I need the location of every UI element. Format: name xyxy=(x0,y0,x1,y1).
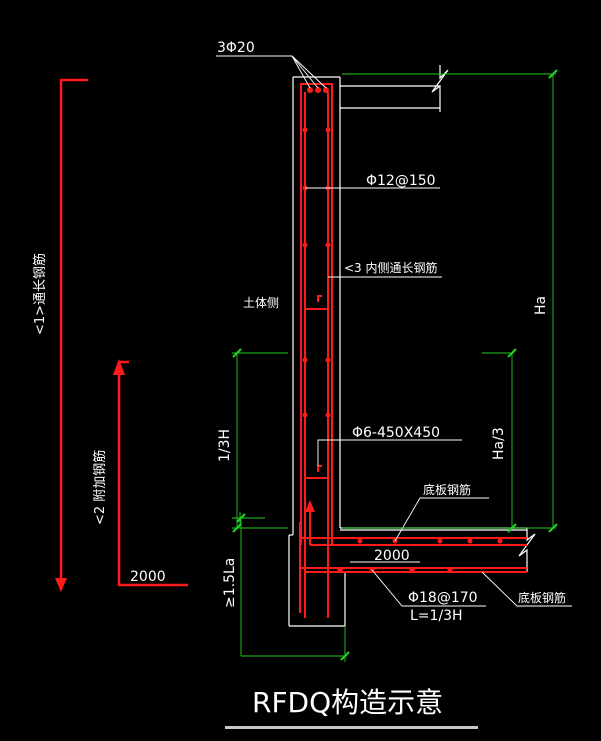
dim-one-third-h: 1/3H xyxy=(217,429,233,462)
dim-ha-third: Ha/3 xyxy=(491,427,507,460)
label-soil-side: 土体侧 xyxy=(243,296,279,310)
label-lap-2000: 2000 xyxy=(374,548,410,564)
rebar-group xyxy=(299,83,527,618)
dim-ha: Ha xyxy=(533,296,549,315)
label-bottom-length: L=1/3H xyxy=(410,608,463,624)
dim-anchor: ≥1.5La xyxy=(222,558,238,608)
label-slab-bars-bottom: 底板钢筋 xyxy=(518,590,566,605)
drawing-title: RFDQ构造示意 xyxy=(252,686,443,719)
leader-lines xyxy=(216,55,572,607)
label-vertical-bars: Φ12@150 xyxy=(366,173,436,189)
legend-long-bar xyxy=(55,78,88,592)
dimension-lines xyxy=(232,73,556,662)
label-stirrups: Φ6-450X450 xyxy=(352,425,440,441)
legend-extra-length: 2000 xyxy=(130,569,166,585)
label-top-bars: 3Φ20 xyxy=(217,40,255,56)
label-bottom-bars: Φ18@170 xyxy=(408,590,478,606)
legend-long-bar-label: <1>通长钢筋 xyxy=(32,253,48,335)
legend-extra-bar xyxy=(113,359,188,587)
dimension-ticks xyxy=(232,69,558,661)
title-underline xyxy=(225,726,478,729)
legend-extra-bar-label: <2 附加钢筋 xyxy=(92,450,108,525)
rebar-end-arrow xyxy=(305,500,315,512)
label-inner-long-bars: <3 内侧通长钢筋 xyxy=(344,260,438,275)
label-slab-bars-top: 底板钢筋 xyxy=(423,482,471,497)
